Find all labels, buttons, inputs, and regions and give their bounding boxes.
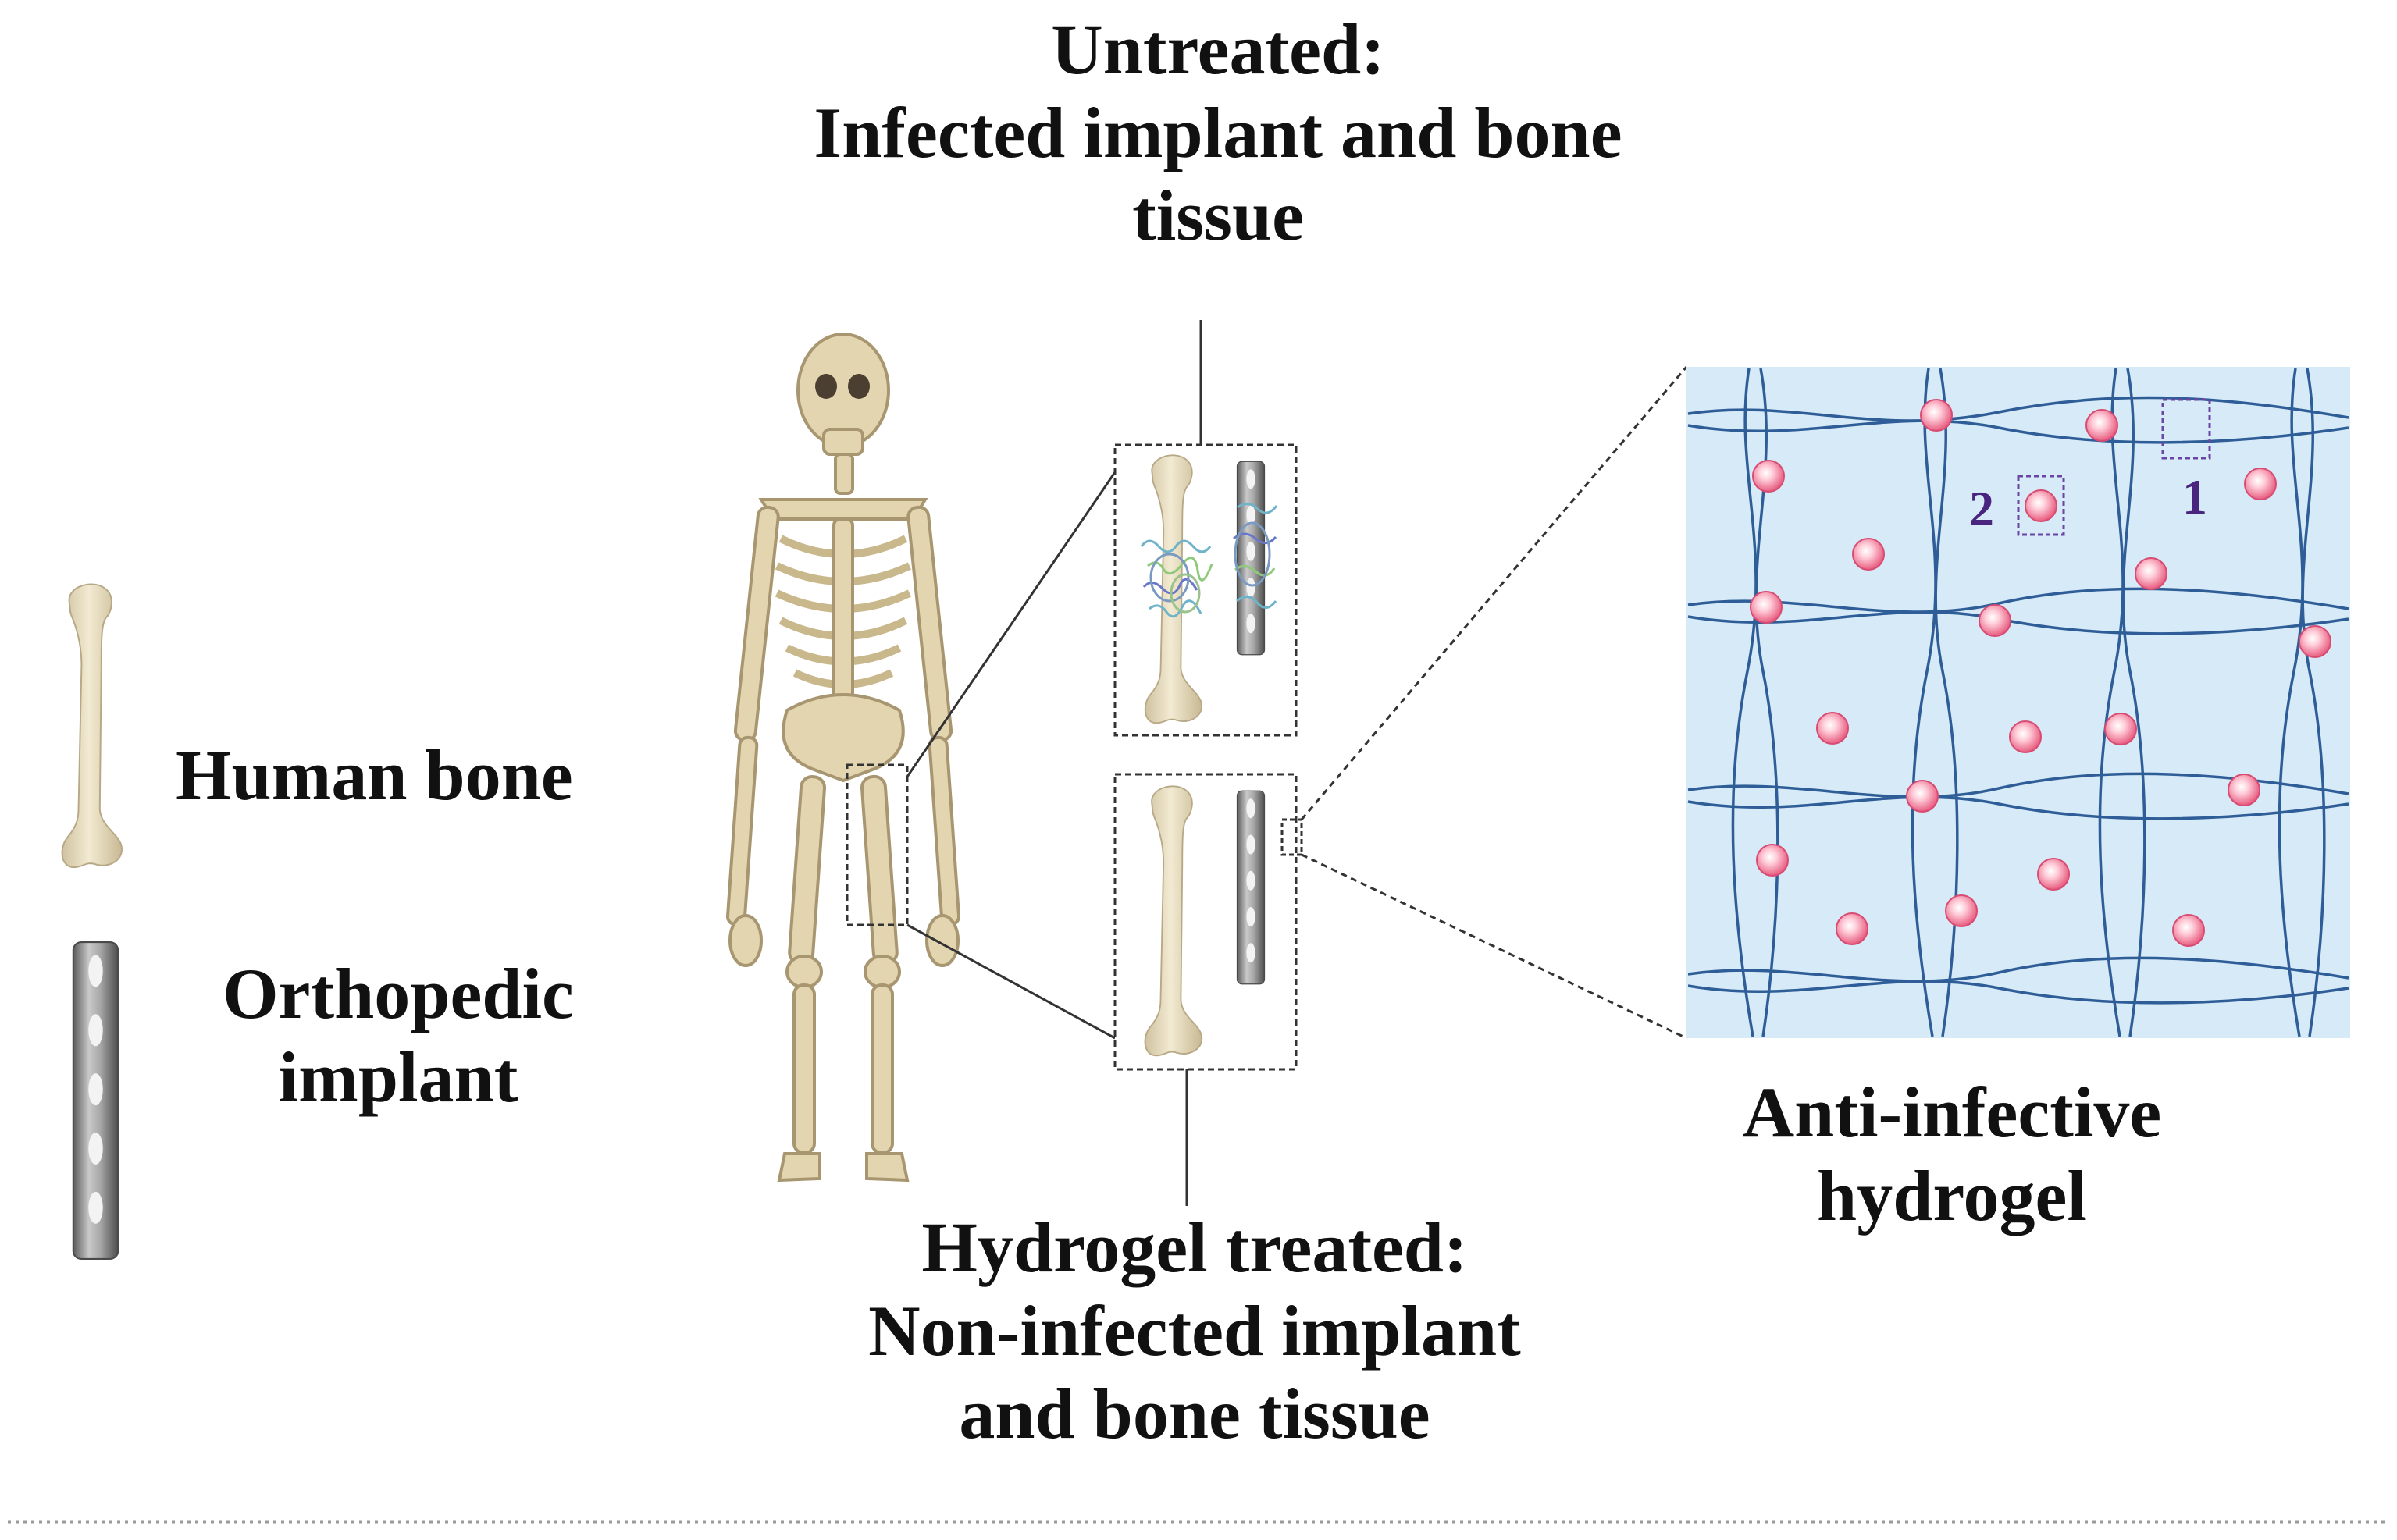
infected-implant (1236, 461, 1266, 656)
panel-infected (1113, 443, 1298, 737)
marker-box-2 (2017, 475, 2065, 536)
treated-label: Hydrogel treated: Non-infected implant a… (671, 1206, 1718, 1456)
connector-dashed-bottom (1301, 853, 1687, 1040)
panel-treated (1113, 773, 1298, 1071)
legend-implant-line-2: implant (278, 1037, 518, 1117)
bacteria-cluster-icon (1140, 503, 1278, 618)
femur-bone-icon (61, 582, 123, 869)
treated-heading: Hydrogel treated: (921, 1207, 1468, 1287)
legend-implant-line-1: Orthopedic (223, 954, 574, 1033)
untreated-label: Untreated: Infected implant and bone tis… (671, 8, 1765, 258)
hydrogel-network (1686, 367, 2350, 1038)
marker-box-1 (2161, 398, 2211, 460)
legend-implant-label: Orthopedic implant (133, 952, 664, 1119)
untreated-line-2: Infected implant and bone (814, 92, 1622, 172)
orthopedic-implant-icon (72, 941, 119, 1261)
legend-bone-label: Human bone (176, 735, 573, 815)
hydrogel-line-1: Anti-infective (1742, 1072, 2162, 1152)
treated-implant (1236, 790, 1266, 985)
marker-label-1: 1 (2182, 469, 2207, 525)
untreated-line-3: tissue (1132, 176, 1304, 256)
zoom-box-implant (1280, 818, 1303, 856)
treated-line-3: and bone tissue (959, 1374, 1430, 1454)
connector-line-top (906, 471, 1117, 777)
connector-line-bottom (906, 923, 1116, 1040)
connector-dashed-top (1300, 366, 1688, 820)
hydrogel-line-2: hydrogel (1817, 1155, 2087, 1236)
zoom-box-thigh (846, 763, 909, 926)
marker-label-2: 2 (1969, 481, 1994, 536)
untreated-heading: Untreated: (1051, 9, 1385, 89)
hydrogel-label: Anti-infective hydrogel (1608, 1071, 2295, 1237)
treated-line-2: Non-infected implant (868, 1290, 1521, 1371)
skeleton-figure (725, 333, 961, 1183)
